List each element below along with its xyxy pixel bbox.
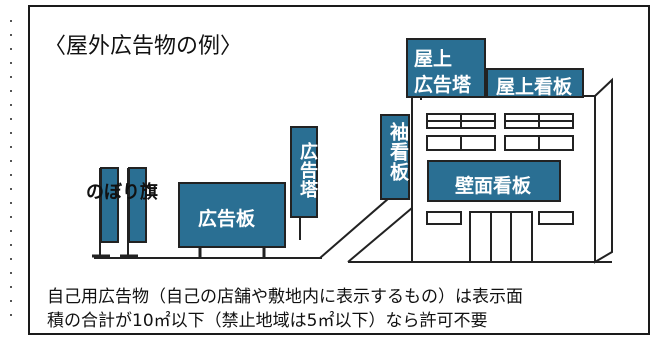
- rooftop-sign: 屋上看板: [486, 68, 584, 98]
- billboard-label: 広告板: [198, 208, 256, 230]
- building-side-face: [594, 77, 613, 264]
- rooftop-tower: 屋上 広告塔: [406, 38, 486, 98]
- advertising-tower-label: 広告塔: [297, 142, 318, 199]
- nobori-label: のぼり旗: [86, 182, 158, 203]
- projecting-sign-label: 袖看板: [387, 122, 409, 182]
- rooftop-tower-label-line1: 屋上: [414, 48, 453, 70]
- figure-title: 〈屋外広告物の例〉: [44, 34, 243, 59]
- building-windows: [426, 113, 574, 225]
- building-door: [469, 211, 533, 263]
- rooftop-sign-label: 屋上看板: [496, 76, 573, 98]
- billboard: 広告板: [178, 182, 286, 248]
- note-line-1: 自己用広告物（自己の店舗や敷地内に表示するもの）は表示面: [47, 287, 523, 307]
- advertising-tower: 広告塔: [290, 126, 318, 218]
- rooftop-tower-label-line2: 広告塔: [414, 74, 472, 96]
- nobori-flag-left: [92, 167, 119, 258]
- page-edge-marks: [10, 20, 14, 316]
- wall-sign-label: 壁面看板: [455, 175, 532, 197]
- road-edge-line: [347, 207, 413, 263]
- nobori-flag-right: [120, 167, 147, 258]
- wall-sign: 壁面看板: [427, 160, 561, 202]
- projecting-sign: 袖看板: [380, 114, 410, 200]
- note-line-2: 積の合計が10㎡以下（禁止地域は5㎡以下）なら許可不要: [47, 311, 488, 331]
